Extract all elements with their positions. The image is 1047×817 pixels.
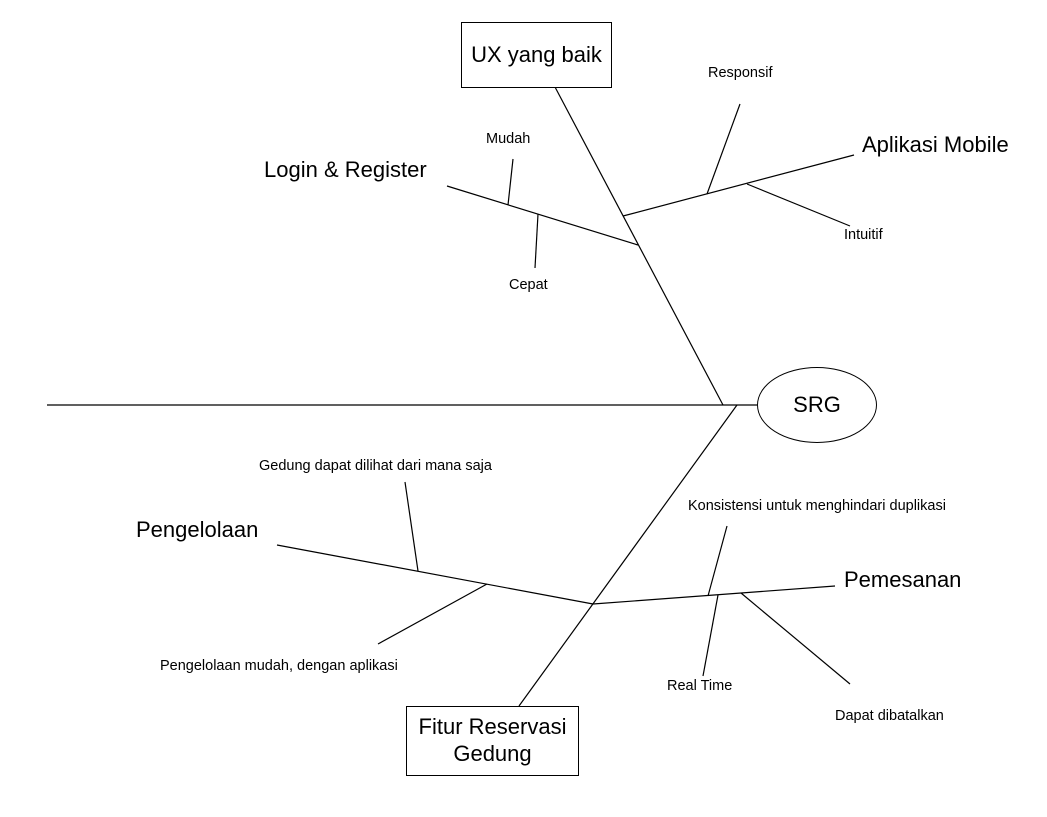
cause-line-dapat-dibatalkan	[740, 592, 851, 685]
cause-line-pengelolaan-mudah	[377, 583, 488, 645]
cause-label-real-time: Real Time	[667, 678, 733, 694]
bone-ux	[554, 86, 724, 406]
cause-label-gedung-dilihat: Gedung dapat dilihat dari mana saja	[259, 458, 492, 474]
branch-label-pemesanan: Pemesanan	[844, 567, 962, 592]
branch-label-mobile: Aplikasi Mobile	[862, 132, 1009, 157]
category-title-reservasi-line1: Fitur Reservasi	[418, 714, 567, 740]
branch-mobile	[622, 154, 855, 217]
bone-reservasi	[518, 404, 738, 707]
category-box-reservasi: Fitur Reservasi Gedung	[406, 706, 579, 776]
cause-line-konsistensi	[707, 525, 728, 597]
cause-line-cepat	[534, 213, 539, 269]
cause-line-mudah	[507, 158, 514, 206]
cause-label-intuitif: Intuitif	[844, 227, 883, 243]
branch-login	[446, 185, 639, 246]
category-title-reservasi-line2: Gedung	[453, 741, 532, 766]
cause-line-gedung-dilihat	[404, 481, 419, 572]
branch-pengelolaan	[276, 544, 594, 605]
cause-label-konsistensi: Konsistensi untuk menghindari duplikasi	[688, 498, 946, 514]
cause-label-pengelolaan-mudah: Pengelolaan mudah, dengan aplikasi	[160, 658, 398, 674]
cause-label-cepat: Cepat	[509, 277, 548, 293]
cause-label-responsif: Responsif	[708, 65, 773, 81]
category-box-ux: UX yang baik	[461, 22, 612, 88]
cause-line-intuitif	[746, 183, 851, 227]
effect-head: SRG	[757, 367, 877, 443]
cause-line-responsif	[706, 103, 741, 195]
branch-pemesanan	[592, 585, 836, 605]
branch-label-pengelolaan: Pengelolaan	[136, 517, 259, 542]
cause-label-dapat-dibatalkan: Dapat dibatalkan	[835, 708, 944, 724]
effect-label: SRG	[793, 392, 841, 417]
category-title-ux: UX yang baik	[471, 41, 602, 67]
cause-line-real-time	[702, 594, 719, 677]
cause-label-mudah: Mudah	[486, 131, 531, 147]
branch-label-login: Login & Register	[264, 157, 427, 182]
